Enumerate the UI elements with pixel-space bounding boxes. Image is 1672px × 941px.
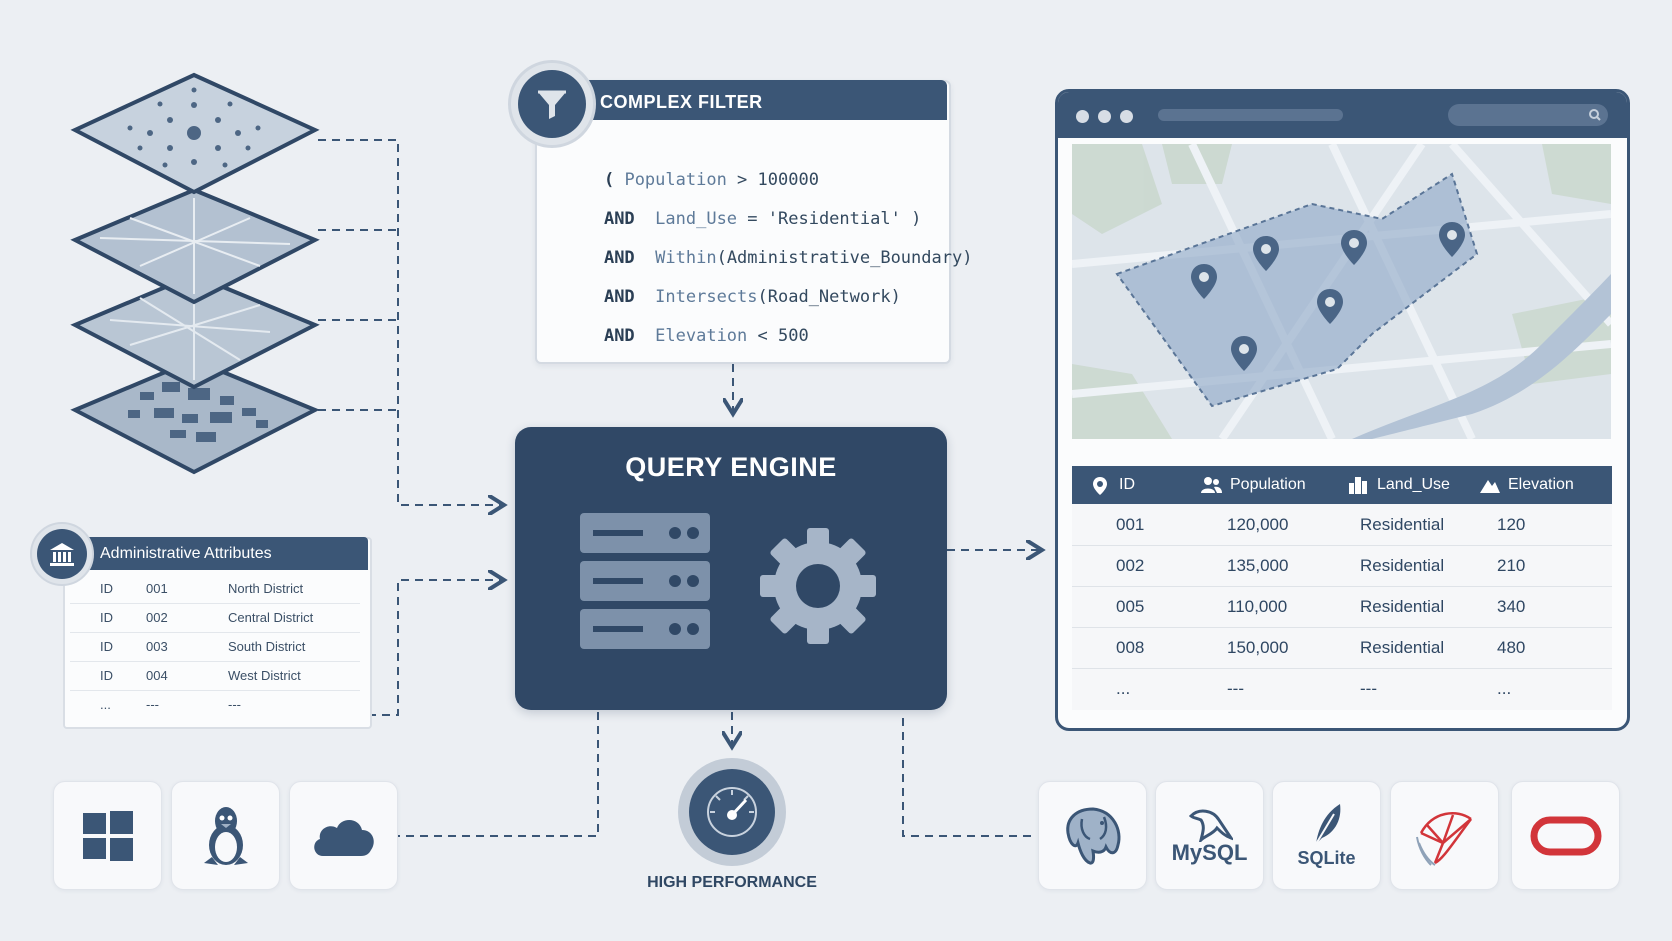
sqlite-tile[interactable]: SQLite bbox=[1272, 781, 1381, 890]
filter-line-1: ( Population > 100000 bbox=[603, 170, 819, 190]
high-performance-label: HIGH PERFORMANCE bbox=[647, 874, 817, 891]
search-bar[interactable] bbox=[1448, 104, 1608, 126]
linux-icon bbox=[203, 806, 248, 865]
filter-line-5: AND Elevation < 500 bbox=[603, 326, 809, 346]
location-pin-icon bbox=[1093, 477, 1107, 495]
table-row: ...------... bbox=[1116, 679, 1512, 698]
windows-tile[interactable] bbox=[53, 781, 162, 890]
cloud-tile[interactable] bbox=[289, 781, 398, 890]
sql-server-tile[interactable] bbox=[1390, 781, 1499, 890]
filter-line-4: AND Intersects(Road_Network) bbox=[603, 287, 901, 307]
admin-badge bbox=[30, 522, 94, 586]
results-table-header: ID Population Land_Use Elevation bbox=[1072, 466, 1612, 504]
admin-row: ...------ bbox=[100, 697, 241, 712]
postgresql-tile[interactable] bbox=[1038, 781, 1147, 890]
sqlite-label: SQLite bbox=[1297, 848, 1356, 868]
window-dot[interactable] bbox=[1120, 110, 1133, 123]
address-bar[interactable] bbox=[1158, 109, 1343, 121]
spatial-layers-stack bbox=[70, 72, 320, 475]
result-map[interactable] bbox=[1072, 144, 1611, 439]
map-pin-icon bbox=[1341, 230, 1367, 265]
col-id-header[interactable]: ID bbox=[1119, 476, 1135, 493]
map-canvas bbox=[1072, 144, 1611, 439]
feather-icon bbox=[1315, 804, 1341, 845]
people-icon bbox=[1201, 477, 1222, 493]
oracle-icon bbox=[1530, 816, 1601, 855]
map-pin-icon bbox=[1253, 236, 1279, 271]
filter-line-3: AND Within(Administrative_Boundary) bbox=[603, 248, 973, 268]
buildings-icon bbox=[1349, 477, 1367, 494]
buildings-layer bbox=[70, 357, 320, 475]
government-building-icon bbox=[50, 543, 74, 566]
col-land-use-header[interactable]: Land_Use bbox=[1377, 476, 1450, 493]
query-engine-title: QUERY ENGINE bbox=[625, 452, 837, 482]
filter-badge bbox=[508, 60, 596, 148]
engine-to-platforms-line bbox=[397, 712, 599, 837]
col-elevation-header[interactable]: Elevation bbox=[1508, 476, 1574, 493]
complex-filter-card bbox=[535, 80, 951, 364]
complex-filter-title: COMPLEX FILTER bbox=[600, 92, 763, 112]
col-population-header[interactable]: Population bbox=[1230, 476, 1306, 493]
window-dot[interactable] bbox=[1098, 110, 1111, 123]
administrative-attributes-header bbox=[63, 537, 368, 570]
server-icon bbox=[580, 513, 710, 649]
mountain-icon bbox=[1480, 480, 1500, 493]
map-markers bbox=[1191, 222, 1465, 371]
postgresql-elephant-icon bbox=[1065, 806, 1120, 865]
windows-icon bbox=[82, 810, 133, 861]
window-dot[interactable] bbox=[1076, 110, 1089, 123]
terrain-layer bbox=[70, 187, 320, 305]
dolphin-icon bbox=[1189, 809, 1234, 842]
complex-filter-header bbox=[535, 80, 947, 120]
administrative-attributes-title: Administrative Attributes bbox=[100, 545, 272, 562]
engine-to-databases-line bbox=[902, 718, 1035, 837]
road-network-layer bbox=[70, 272, 320, 390]
speedometer-icon bbox=[707, 787, 757, 837]
sql-server-icon bbox=[1415, 811, 1472, 866]
map-pin-icon bbox=[1317, 289, 1343, 324]
browser-titlebar bbox=[1058, 92, 1627, 138]
cloud-icon bbox=[313, 819, 374, 856]
points-layer bbox=[70, 72, 320, 195]
map-pin-icon bbox=[1231, 336, 1257, 371]
search-icon bbox=[1589, 109, 1601, 121]
mysql-tile[interactable]: MySQL bbox=[1155, 781, 1264, 890]
map-pin-icon bbox=[1439, 222, 1465, 257]
layer-to-engine-line bbox=[318, 139, 502, 505]
admin-to-engine-line bbox=[368, 580, 502, 716]
filter-line-2: AND Land_Use = 'Residential' ) bbox=[603, 209, 922, 229]
mysql-label: MySQL bbox=[1171, 839, 1248, 865]
gear-icon bbox=[760, 528, 876, 644]
server-gear-illustration bbox=[580, 513, 876, 649]
funnel-icon bbox=[538, 90, 566, 119]
map-pin-icon bbox=[1191, 264, 1217, 299]
performance-badge bbox=[678, 758, 786, 866]
linux-tile[interactable] bbox=[171, 781, 280, 890]
oracle-tile[interactable] bbox=[1511, 781, 1620, 890]
